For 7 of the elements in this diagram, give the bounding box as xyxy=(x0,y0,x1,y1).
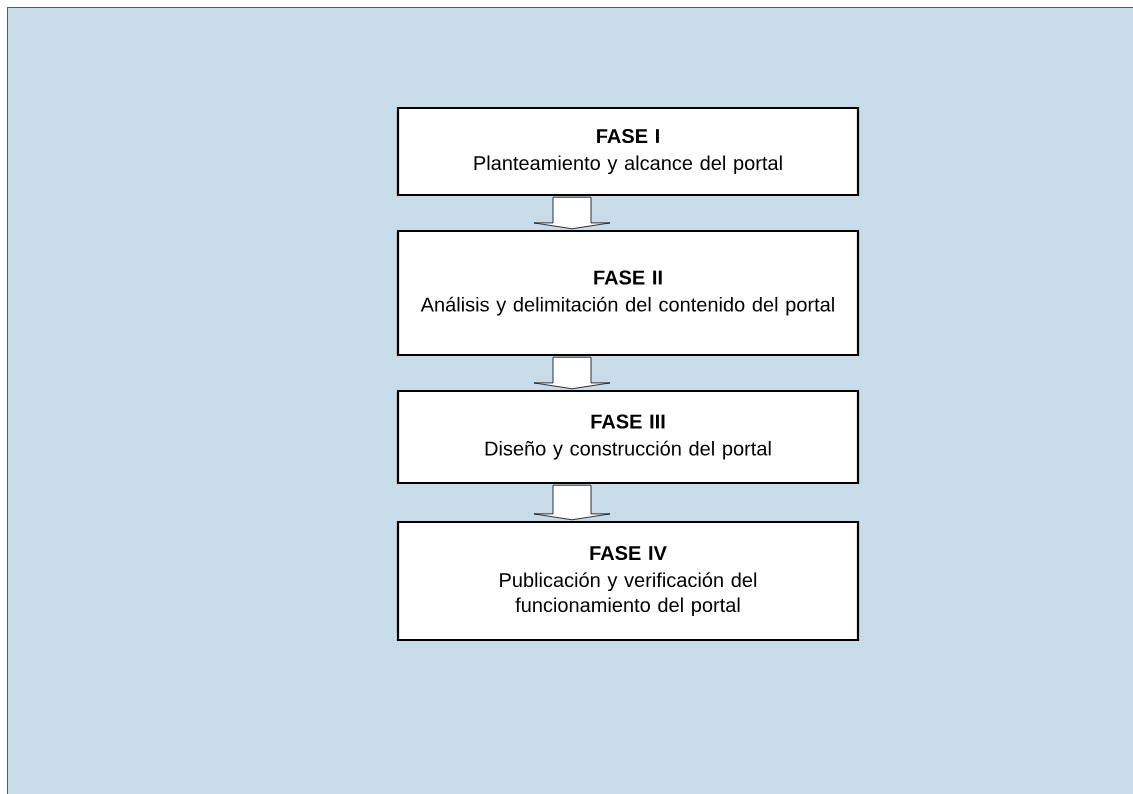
block-arrow xyxy=(533,356,611,390)
block-arrow xyxy=(533,484,611,521)
phase-box: FASE I Planteamiento y alcance del portal xyxy=(396,106,860,197)
phase-box: FASE IV Publicación y verificación del funcionamiento del portal xyxy=(396,520,860,642)
phase-box: FASE II Análisis y delimitación del contenido del portal xyxy=(396,229,860,357)
block-arrow xyxy=(533,196,611,230)
phase-box: FASE III Diseño y construcción del portal xyxy=(396,389,860,485)
